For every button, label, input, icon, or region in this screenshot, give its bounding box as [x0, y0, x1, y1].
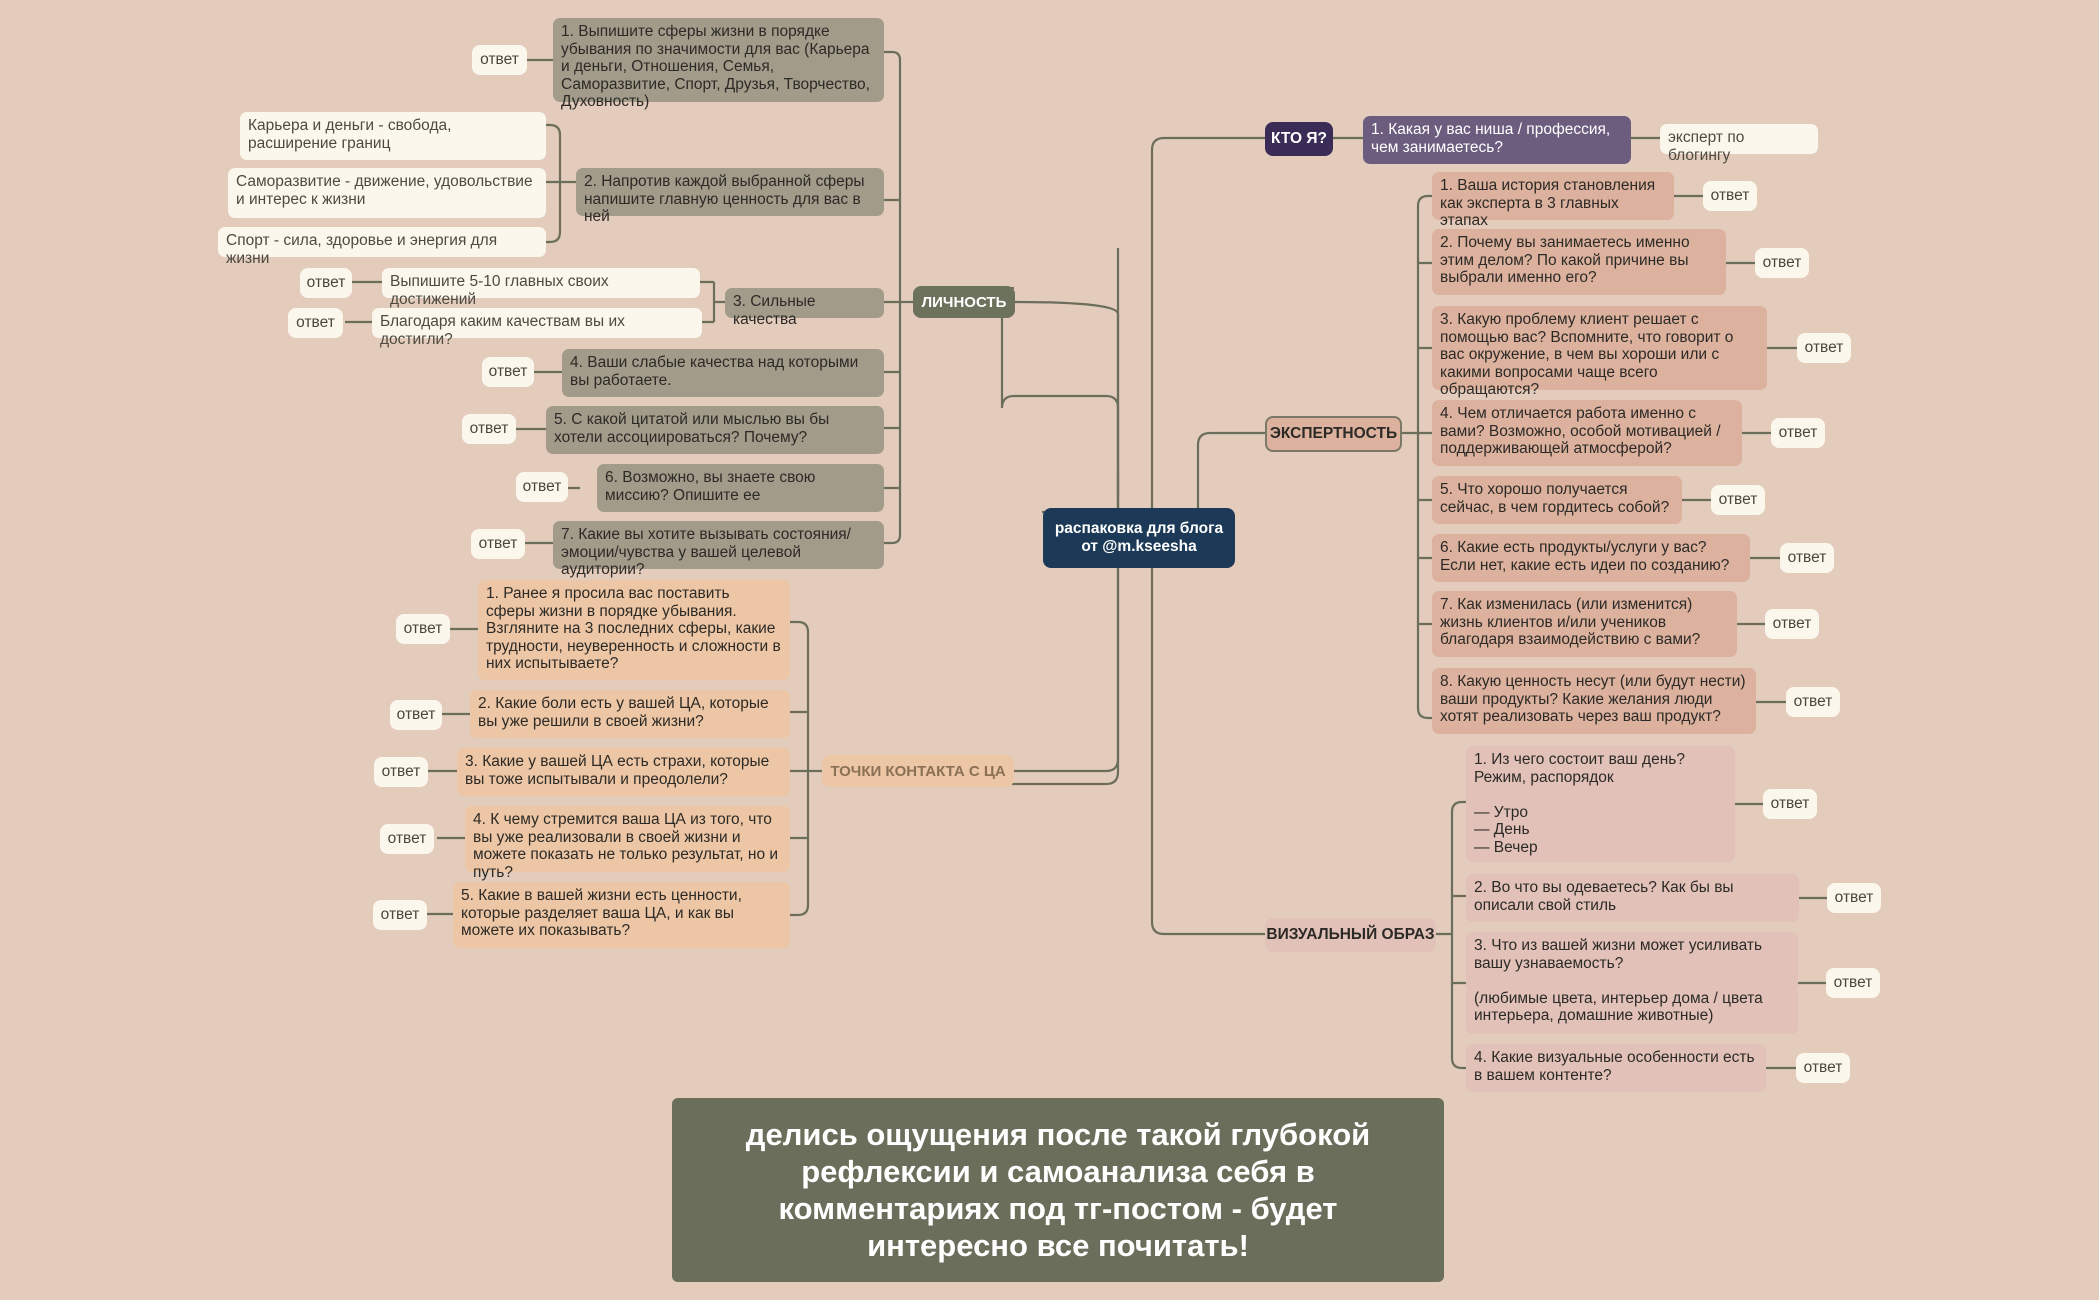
personality-q2-example[interactable]: Саморазвитие - движение, удовольствие и …: [228, 168, 546, 218]
answer-chip[interactable]: ответ: [1711, 485, 1765, 515]
answer-chip[interactable]: ответ: [482, 357, 534, 387]
personality-q2-example[interactable]: Спорт - сила, здоровье и энергия для жиз…: [218, 227, 546, 267]
personality-q3[interactable]: 3. Сильные качества: [725, 288, 884, 328]
answer-chip[interactable]: ответ: [1703, 181, 1757, 211]
answer-chip[interactable]: ответ: [516, 472, 568, 502]
answer-chip[interactable]: ответ: [1765, 609, 1819, 639]
answer-chip[interactable]: ответ: [1755, 248, 1809, 278]
personality-q4[interactable]: 4. Ваши слабые качества над которыми вы …: [562, 349, 884, 397]
personality-q7[interactable]: 7. Какие вы хотите вызывать состояния/эм…: [553, 521, 884, 578]
personality-q6[interactable]: 6. Возможно, вы знаете свою миссию? Опиш…: [597, 464, 884, 512]
answer-chip[interactable]: ответ: [300, 268, 352, 298]
personality-q3-sub[interactable]: Выпишите 5-10 главных своих достижений: [382, 268, 700, 308]
answer-chip[interactable]: ответ: [472, 45, 527, 75]
expertise-q7[interactable]: 7. Как изменилась (или изменится) жизнь …: [1432, 591, 1737, 657]
expertise-q2[interactable]: 2. Почему вы занимаетесь именно этим дел…: [1432, 229, 1726, 295]
answer-chip[interactable]: ответ: [1827, 883, 1881, 913]
answer-chip[interactable]: ответ: [380, 824, 434, 854]
contact-q4[interactable]: 4. К чему стремится ваша ЦА из того, что…: [465, 806, 790, 881]
expertise-q5[interactable]: 5. Что хорошо получается сейчас, в чем г…: [1432, 476, 1682, 524]
branch-expertise[interactable]: ЭКСПЕРТНОСТЬ: [1265, 416, 1402, 452]
expertise-q6[interactable]: 6. Какие есть продукты/услуги у вас? Есл…: [1432, 534, 1750, 582]
personality-q1[interactable]: 1. Выпишите сферы жизни в порядке убыван…: [553, 18, 884, 110]
footer-call-to-action: делись ощущения после такой глубокой реф…: [672, 1098, 1444, 1282]
answer-chip[interactable]: ответ: [1780, 543, 1834, 573]
answer-chip[interactable]: ответ: [374, 757, 428, 787]
answer-chip[interactable]: ответ: [1763, 789, 1817, 819]
expertise-q4[interactable]: 4. Чем отличается работа именно с вами? …: [1432, 400, 1742, 466]
branch-who-am-i[interactable]: КТО Я?: [1265, 122, 1333, 156]
branch-visual-image[interactable]: ВИЗУАЛЬНЫЙ ОБРАЗ: [1265, 918, 1436, 952]
expertise-q8[interactable]: 8. Какую ценность несут (или будут нести…: [1432, 668, 1756, 734]
contact-q1[interactable]: 1. Ранее я просила вас поставить сферы ж…: [478, 580, 790, 680]
answer-chip[interactable]: ответ: [1796, 1053, 1850, 1083]
answer-chip[interactable]: ответ: [471, 529, 525, 559]
personality-q2-example[interactable]: Карьера и деньги - свобода, расширение г…: [240, 112, 546, 160]
answer-chip[interactable]: ответ: [288, 308, 343, 338]
branch-personality[interactable]: ЛИЧНОСТЬ: [913, 286, 1015, 318]
expertise-q3[interactable]: 3. Какую проблему клиент решает с помощь…: [1432, 306, 1767, 398]
visual-q1[interactable]: 1. Из чего состоит ваш день? Режим, расп…: [1466, 746, 1735, 862]
central-topic[interactable]: распаковка для блога от @m.kseesha: [1043, 508, 1235, 568]
answer-chip[interactable]: ответ: [390, 700, 442, 730]
answer-chip[interactable]: ответ: [462, 414, 516, 444]
answer-chip[interactable]: ответ: [373, 900, 427, 930]
contact-q3[interactable]: 3. Какие у вашей ЦА есть страхи, которые…: [457, 748, 790, 796]
visual-q4[interactable]: 4. Какие визуальные особенности есть в в…: [1466, 1044, 1766, 1092]
visual-q3[interactable]: 3. Что из вашей жизни может усиливать ва…: [1466, 932, 1798, 1034]
answer-chip[interactable]: ответ: [1797, 333, 1851, 363]
answer-chip[interactable]: ответ: [396, 614, 450, 644]
answer-chip[interactable]: ответ: [1786, 687, 1840, 717]
branch-contact-points[interactable]: ТОЧКИ КОНТАКТА С ЦА: [822, 755, 1014, 787]
contact-q2[interactable]: 2. Какие боли есть у вашей ЦА, которые в…: [470, 690, 790, 738]
personality-q3-sub[interactable]: Благодаря каким качествам вы их достигли…: [372, 308, 702, 348]
contact-q5[interactable]: 5. Какие в вашей жизни есть ценности, ко…: [453, 882, 790, 948]
answer-chip[interactable]: ответ: [1826, 968, 1880, 998]
answer-chip[interactable]: ответ: [1771, 418, 1825, 448]
personality-q5[interactable]: 5. С какой цитатой или мыслью вы бы хоте…: [546, 406, 884, 454]
who-q1[interactable]: 1. Какая у вас ниша / профессия, чем зан…: [1363, 116, 1631, 164]
personality-q2[interactable]: 2. Напротив каждой выбранной сферы напиш…: [576, 168, 884, 225]
expertise-q1[interactable]: 1. Ваша история становления как эксперта…: [1432, 172, 1674, 229]
visual-q2[interactable]: 2. Во что вы одеваетесь? Как бы вы описа…: [1466, 874, 1799, 922]
who-answer[interactable]: эксперт по блогингу: [1660, 124, 1818, 164]
